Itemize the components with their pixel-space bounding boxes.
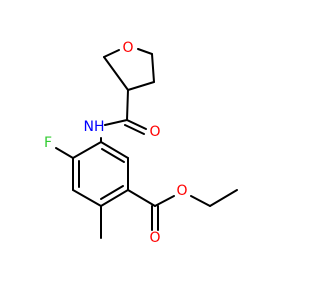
canvas-background [0, 0, 300, 300]
bond-thf-c3-c2 [103, 56, 129, 91]
amide-oxygen-label: O [149, 124, 160, 140]
atom-labels: O NH O F O O [44, 40, 188, 246]
bond-ring-c3-c4 [100, 189, 129, 207]
bond-thf-c5-c4 [151, 53, 155, 83]
bond-carbonyl-nh [104, 119, 128, 126]
molecule-structure: O NH O F O O [0, 0, 300, 300]
bond-ring-c6-c1 [72, 141, 102, 159]
bond-thf-o-c5 [137, 48, 153, 55]
bond-amide-co-2 [124, 124, 145, 135]
bond-c3-carbonyl [126, 89, 129, 121]
bond-ring-c3-c4-inner [100, 185, 124, 200]
ring-oxygen-label: O [122, 40, 133, 56]
bond-thf-c4-c3 [127, 81, 155, 91]
bond-ring-c1-c2 [100, 141, 129, 159]
bond-o-ethyl-ch2 [190, 195, 211, 207]
bond-aryl-f [55, 147, 74, 159]
fluorine-label: F [44, 135, 52, 151]
bond-thf-c2-o [103, 49, 120, 58]
amide-nitrogen-label: NH [84, 119, 105, 135]
bond-amide-co-1 [126, 119, 147, 130]
bonds [55, 48, 238, 239]
bond-ring-c1-c2-inner [101, 148, 125, 163]
bond-ethyl-ch2-ch3 [209, 189, 238, 207]
bond-aryl-ester-carbon [127, 189, 156, 207]
bond-ring-c4-c5 [72, 189, 102, 207]
ester-ether-oxygen-label: O [176, 183, 187, 199]
ester-carbonyl-oxygen-label: O [149, 230, 160, 246]
bond-ester-c-o [154, 195, 175, 207]
